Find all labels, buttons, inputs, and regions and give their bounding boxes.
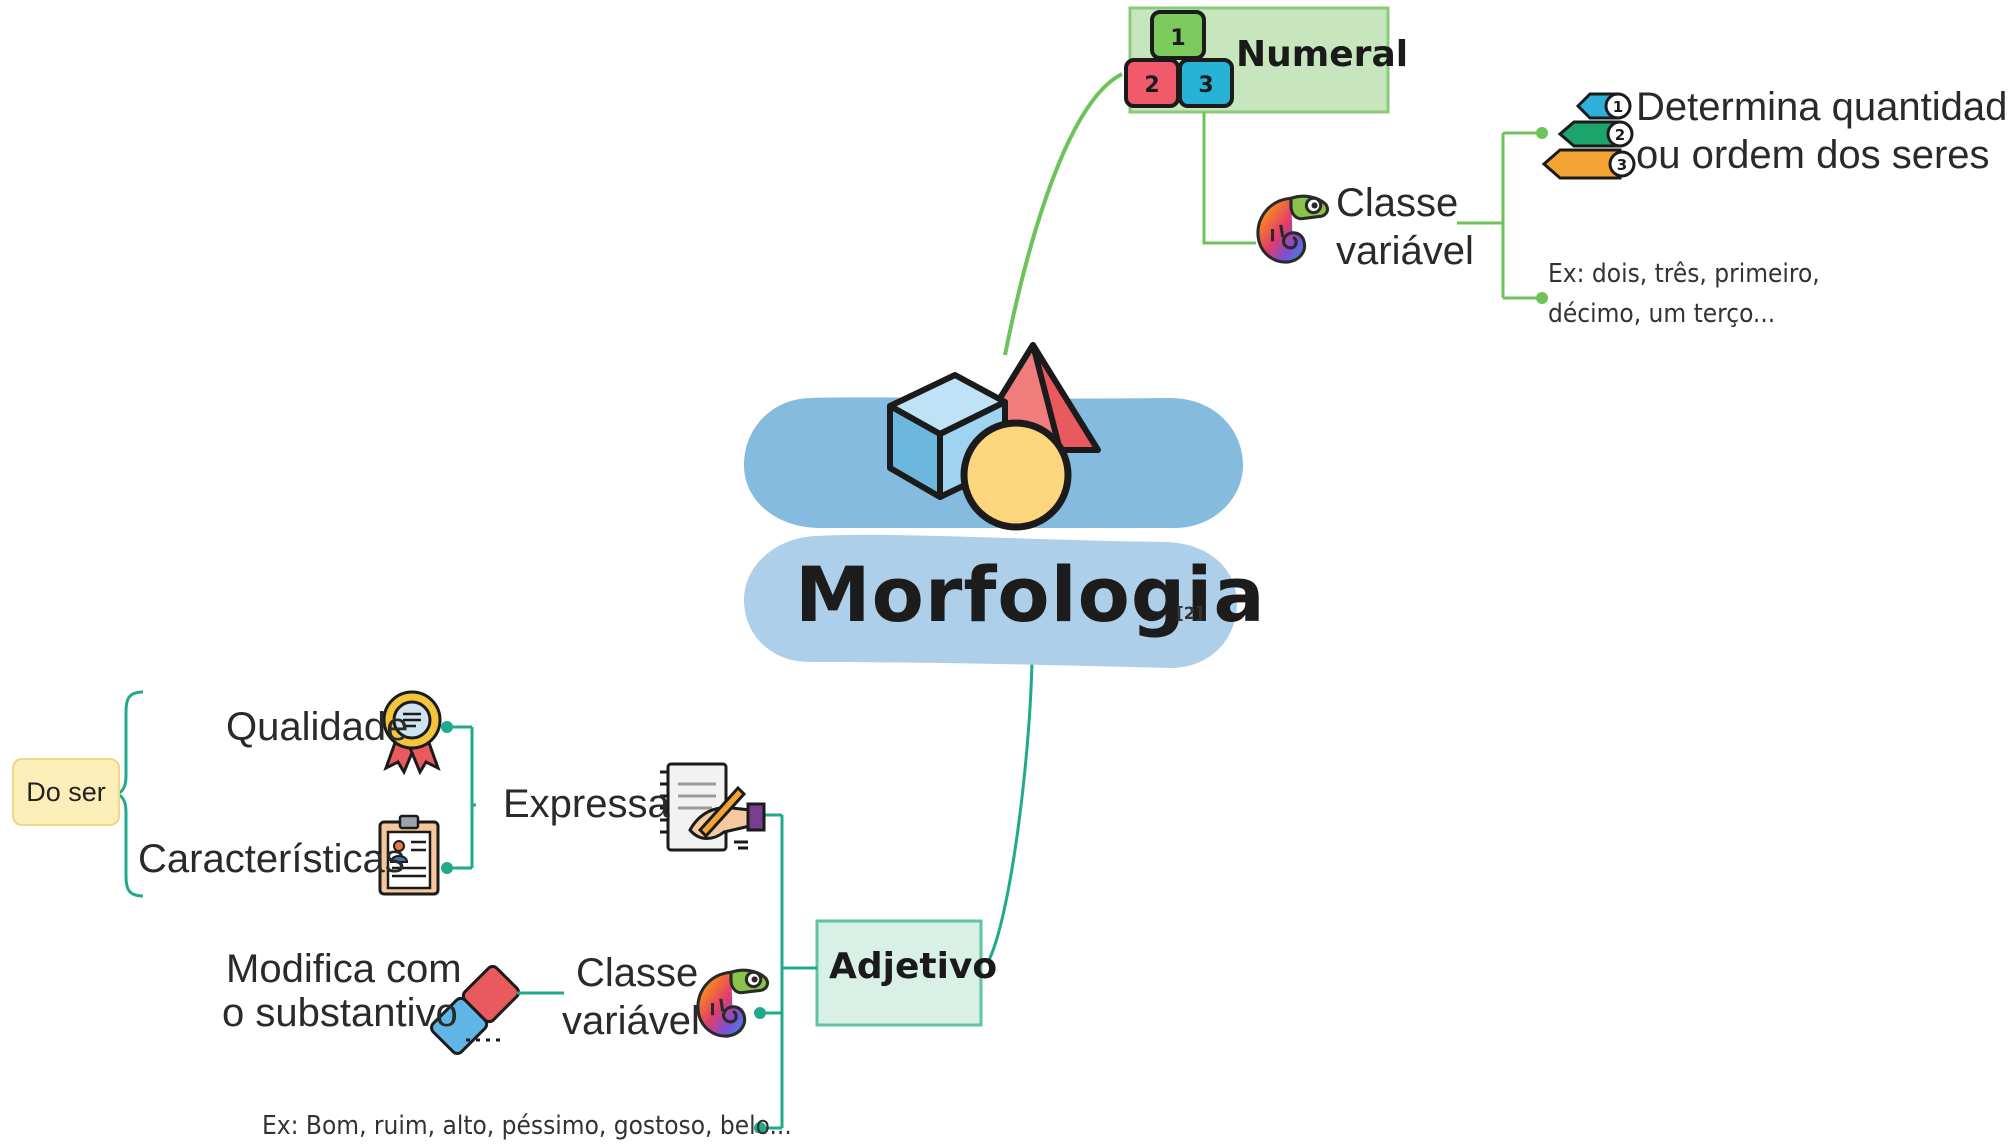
connector-numeral-classe: [1202, 112, 1256, 245]
arrow-badge-2: 2: [1615, 126, 1625, 144]
connector-central-numeral: [1003, 72, 1123, 356]
adjetivo-node-box[interactable]: [815, 919, 983, 1027]
qualidade-label[interactable]: Qualidade: [226, 705, 409, 749]
numbered-arrows-icon: 1 2 3: [1541, 92, 1636, 180]
numeral-example-line1[interactable]: Ex: dois, três, primeiro,: [1548, 259, 1820, 289]
central-topic-title[interactable]: Morfologia: [795, 550, 1266, 639]
modifica-line2[interactable]: o substantivo: [222, 991, 458, 1035]
adjetivo-classe-line2[interactable]: variável: [562, 999, 700, 1043]
caracteristicas-label[interactable]: Características: [138, 837, 405, 881]
clipboard-profile-icon: [378, 814, 440, 896]
numeral-example-line2[interactable]: décimo, um terço...: [1548, 299, 1776, 329]
expressa-label[interactable]: Expressa: [503, 782, 670, 826]
adjetivo-label[interactable]: Adjetivo: [829, 946, 998, 987]
adjetivo-example[interactable]: Ex: Bom, ruim, alto, péssimo, gostoso, b…: [262, 1111, 792, 1141]
adjetivo-classe-line1[interactable]: Classe: [576, 951, 699, 995]
bracket-adjetivo: [760, 813, 817, 1130]
numeral-classe-line1[interactable]: Classe: [1336, 181, 1459, 225]
connector-expressa-left: [447, 725, 476, 870]
bracket-numeral-classe: [1457, 131, 1542, 300]
modifica-line1[interactable]: Modifica com: [226, 947, 462, 991]
eraser-icon: [430, 965, 520, 1055]
arrow-badge-1: 1: [1613, 98, 1623, 116]
chameleon-icon: [1256, 194, 1329, 264]
award-badge-icon: [382, 690, 442, 776]
central-blob-bottom: [744, 534, 1238, 668]
connector-central-adjetivo: [986, 659, 1034, 963]
number-block-2: 2: [1144, 73, 1159, 98]
chameleon-icon: [696, 968, 769, 1038]
number-blocks-icon: 1 2 3: [1124, 10, 1234, 108]
writing-notebook-icon: [660, 762, 766, 852]
geometric-shapes-icon: [887, 342, 1101, 531]
numeral-label[interactable]: Numeral: [1236, 34, 1409, 75]
numeral-determina-line2[interactable]: ou ordem dos seres: [1636, 133, 1990, 177]
numeral-classe-line2[interactable]: variável: [1336, 229, 1474, 273]
numeral-determina-line1[interactable]: Determina quantidade: [1636, 85, 2008, 129]
reference-marker: [2]: [1176, 604, 1204, 624]
arrow-badge-3: 3: [1617, 156, 1627, 174]
number-block-3: 3: [1198, 73, 1213, 98]
number-block-1: 1: [1170, 26, 1185, 51]
do-ser-note[interactable]: Do ser: [12, 758, 120, 826]
